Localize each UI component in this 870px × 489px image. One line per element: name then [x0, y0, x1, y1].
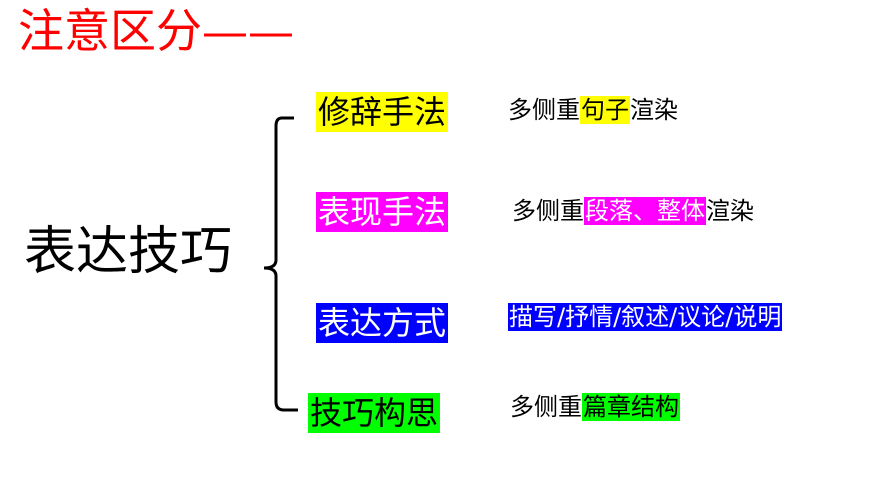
- description-technique-conception: 多侧重篇章结构: [510, 392, 680, 422]
- desc-prefix: 多侧重: [508, 96, 580, 124]
- desc-highlight: 段落、整体: [584, 197, 706, 225]
- description-expression-mode: 描写/抒情/叙述/议论/说明: [508, 302, 783, 332]
- description-rhetoric: 多侧重句子渲染: [508, 95, 678, 125]
- desc-highlight: 篇章结构: [582, 393, 680, 421]
- desc-highlight: 句子: [580, 96, 630, 124]
- slide-title: 注意区分——: [18, 4, 294, 58]
- desc-suffix: 渲染: [706, 197, 754, 225]
- desc-prefix: 多侧重: [510, 393, 582, 421]
- root-concept-label: 表达技巧: [24, 222, 233, 282]
- category-expression-mode: 表达方式: [316, 303, 449, 343]
- description-expression-technique: 多侧重段落、整体渲染: [512, 196, 754, 226]
- category-technique-conception: 技巧构思: [308, 393, 441, 433]
- desc-highlight: 描写/抒情/叙述/议论/说明: [508, 303, 783, 331]
- desc-prefix: 多侧重: [512, 197, 584, 225]
- category-rhetoric: 修辞手法: [316, 92, 449, 132]
- desc-suffix: 渲染: [630, 96, 678, 124]
- category-expression-technique: 表现手法: [316, 192, 449, 232]
